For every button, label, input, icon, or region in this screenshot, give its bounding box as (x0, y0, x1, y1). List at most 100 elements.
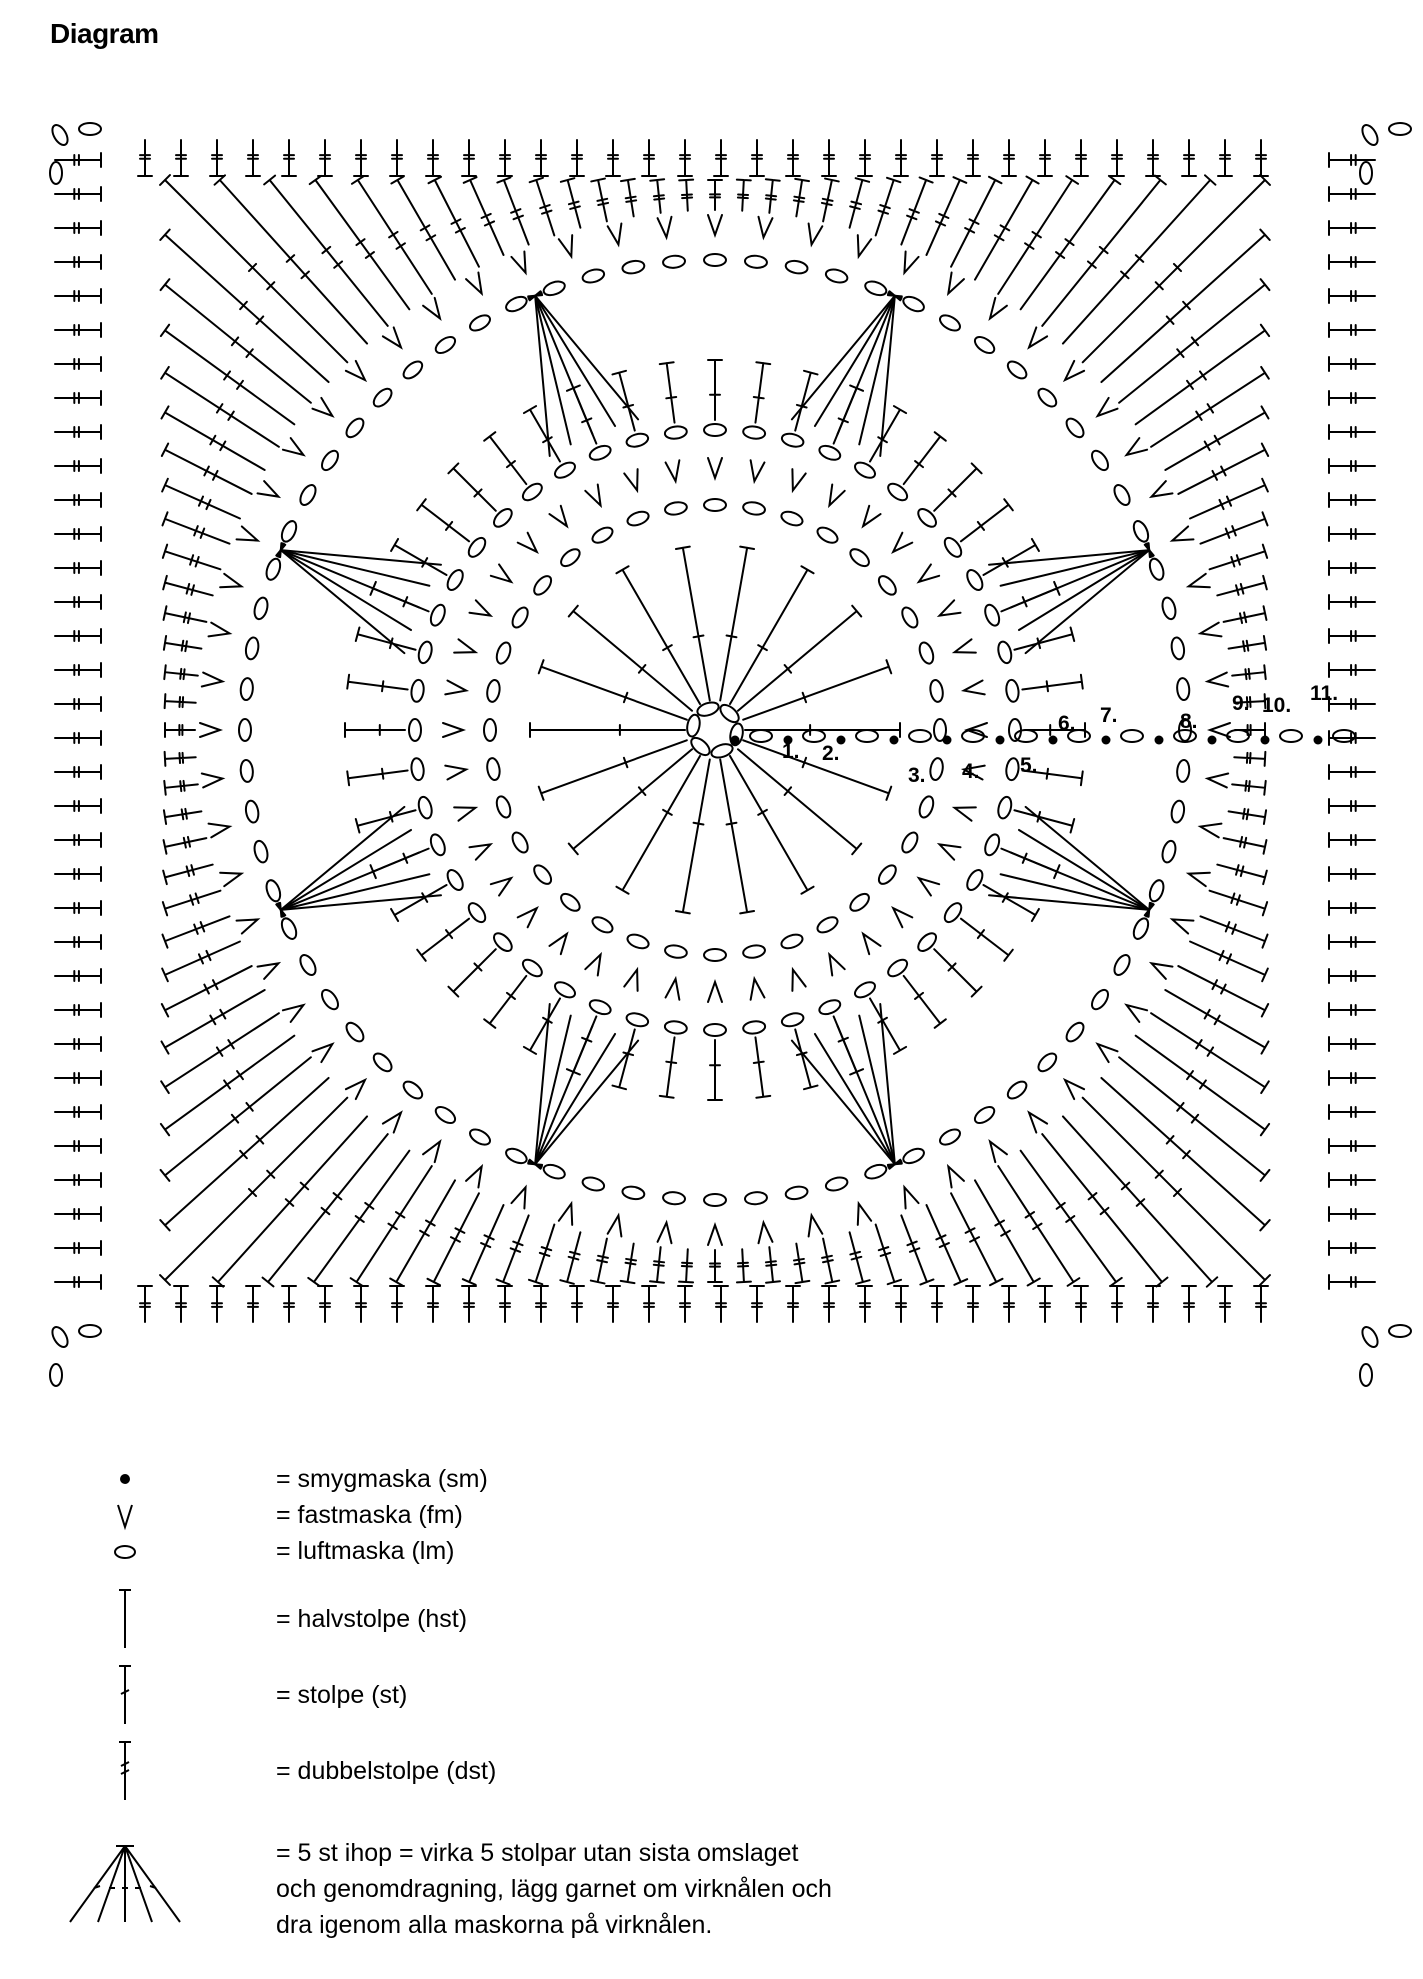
border-stitch (1328, 322, 1376, 338)
border-stitch (857, 1285, 873, 1323)
treble-crochet (974, 175, 1040, 281)
border-stitch (1328, 254, 1376, 270)
treble-crochet (160, 405, 266, 471)
treble-crochet (1216, 574, 1268, 597)
border-stitch (1328, 1206, 1376, 1222)
legend-item-single-crochet: = fastmaska (fm) (50, 1498, 950, 1532)
border-stitch (1328, 730, 1376, 746)
chain-stitch (511, 831, 529, 854)
single-crochet (465, 1163, 484, 1189)
treble-crochet (527, 1223, 556, 1286)
border-stitch (569, 1285, 585, 1323)
chain-stitch (824, 1176, 849, 1192)
border-stitch (173, 1285, 189, 1323)
single-crochet (1148, 480, 1174, 499)
treble-crochet (649, 178, 666, 214)
chain-stitch (320, 449, 339, 472)
double-crochet (346, 673, 409, 693)
single-crochet (344, 1077, 368, 1101)
cluster-leg (1009, 542, 1153, 609)
single-crochet (235, 918, 261, 935)
double-crochet (390, 884, 448, 923)
single-crochet (807, 222, 824, 248)
chain-stitch (662, 1191, 687, 1206)
treble-crochet (764, 178, 781, 214)
single-crochet (510, 250, 527, 276)
single-crochet (468, 599, 494, 617)
cluster-leg (790, 290, 902, 421)
round-label: 11. (1310, 682, 1338, 705)
single-crochet (951, 638, 977, 654)
treble-crochet (161, 940, 241, 983)
single-crochet (828, 483, 846, 509)
single-crochet (381, 326, 403, 350)
single-crochet (516, 531, 539, 554)
treble-crochet (1234, 722, 1266, 738)
single-crochet (468, 843, 494, 861)
double-crochet (902, 431, 947, 486)
border-stitch (641, 139, 657, 177)
chain-stitch (469, 314, 491, 332)
chain-stitch (887, 958, 909, 978)
border-stitch (713, 1285, 729, 1323)
chain-stitch (542, 280, 566, 297)
single-crochet (936, 843, 962, 861)
border-stitch (54, 798, 102, 814)
border-stitch (1328, 934, 1376, 950)
chain-stitch (1006, 360, 1028, 380)
cluster-leg (836, 1024, 903, 1168)
treble-crochet (162, 605, 208, 625)
legend-item-half-double: = halvstolpe (hst) (50, 1586, 950, 1652)
chain-stitch (446, 569, 464, 591)
border-stitch (54, 1104, 102, 1120)
chain-stitch (854, 981, 876, 999)
cluster-leg (527, 292, 594, 436)
single-crochet (606, 1212, 623, 1238)
chain-stitch (690, 736, 711, 757)
treble-crochet (159, 1056, 312, 1182)
treble-crochet (161, 915, 231, 949)
treble-crochet (160, 1012, 280, 1095)
chain-stitch (1361, 124, 1379, 146)
crochet-chart: 1.2.3.4.5.6.7.8.9.10.11. (49, 122, 1412, 1387)
chain-stitch (908, 729, 932, 743)
chain-stitch (901, 831, 919, 854)
slip-stitch (783, 735, 793, 745)
double-crochet (729, 565, 815, 706)
border-stitch (1109, 139, 1125, 177)
treble-crochet (1081, 174, 1271, 364)
legend-item-chain: = luftmaska (lm) (50, 1534, 950, 1568)
chain-stitch (1161, 596, 1177, 621)
treble-crochet (163, 693, 197, 710)
border-stitch (54, 1172, 102, 1188)
treble-crochet (1216, 863, 1268, 886)
chain-stitch (1388, 122, 1412, 136)
double-crochet (447, 462, 497, 512)
single-crochet (200, 671, 226, 688)
treble-crochet (213, 174, 369, 345)
chain-stitch (703, 497, 727, 513)
chain-stitch (505, 295, 528, 313)
single-crochet (757, 1219, 774, 1245)
treble-crochet (1061, 174, 1217, 345)
chain-stitch (253, 839, 269, 864)
chain-stitch (402, 360, 424, 380)
chain-stitch (1113, 954, 1131, 976)
round-label: 10. (1262, 694, 1291, 717)
border-stitch (54, 1240, 102, 1256)
treble-crochet-icon (119, 1741, 131, 1800)
treble-crochet (308, 174, 411, 311)
treble-crochet (1199, 915, 1269, 949)
treble-crochet (792, 1242, 811, 1285)
chain-stitch (1132, 917, 1150, 940)
treble-crochet (427, 175, 480, 268)
treble-crochet (1081, 1096, 1271, 1286)
chain-stitch (864, 280, 888, 297)
chain-stitch (902, 295, 925, 313)
double-crochet (522, 997, 561, 1055)
cluster-leg (527, 1003, 551, 1166)
chain-stitch (663, 425, 688, 440)
treble-crochet (161, 543, 222, 571)
single-crochet (311, 1042, 335, 1064)
double-crochet (982, 884, 1040, 923)
